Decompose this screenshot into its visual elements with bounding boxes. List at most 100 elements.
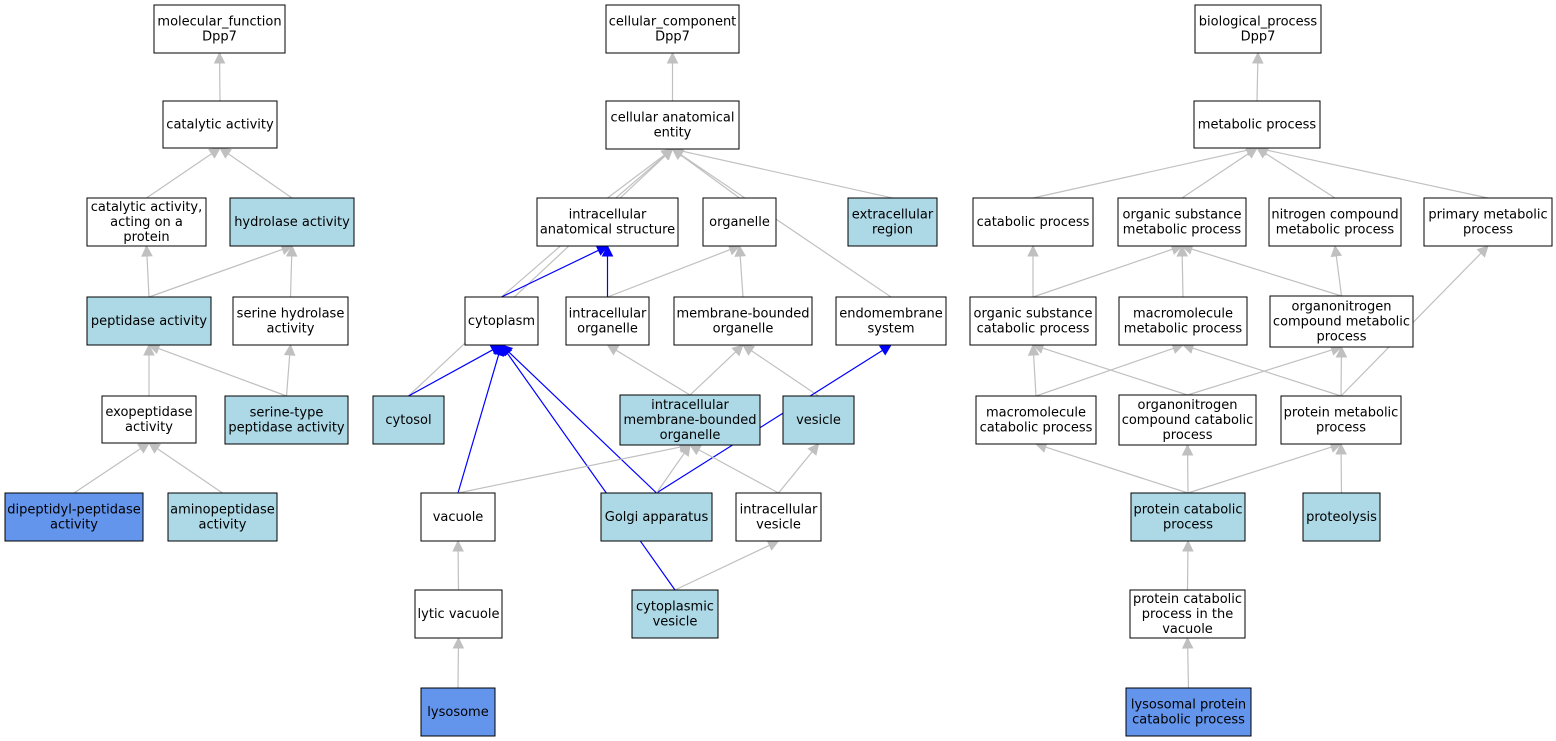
node-label-line: activity xyxy=(267,322,315,337)
node-box xyxy=(631,589,719,639)
node-proteol[interactable]: proteolysis xyxy=(1302,492,1381,542)
node-box xyxy=(1194,4,1322,54)
node-box xyxy=(229,197,355,247)
node-label-line: primary metabolic xyxy=(1428,208,1547,223)
node-label-line: anatomical structure xyxy=(540,223,675,238)
edge-lytic-to-vacuole xyxy=(452,539,464,591)
node-label-line: organic substance xyxy=(1123,208,1242,223)
edge-intves-to-imbo xyxy=(689,444,779,494)
edge-pmp-to-metab xyxy=(1255,144,1489,199)
node-box xyxy=(1125,687,1252,737)
node-label-line: process xyxy=(1163,518,1213,533)
edge-ncmp-to-metab xyxy=(1256,147,1336,199)
node-catab[interactable]: catabolic process xyxy=(972,197,1094,247)
node-label-line: membrane-bounded xyxy=(676,307,809,322)
node-label-line: organonitrogen xyxy=(1138,398,1238,413)
node-box xyxy=(605,4,740,54)
edge-golgi-to-endo xyxy=(656,344,892,494)
node-cytosol[interactable]: cytosol xyxy=(372,395,445,445)
node-label-line: dipeptidyl-peptidase xyxy=(7,503,141,518)
node-label-line: organelle xyxy=(713,322,774,337)
node-label-line: vesicle xyxy=(756,518,801,533)
node-vacuole[interactable]: vacuole xyxy=(420,492,496,542)
edge-dipep-to-exopep xyxy=(73,442,150,494)
node-lytic[interactable]: lytic vacuole xyxy=(414,589,503,639)
node-box xyxy=(1269,295,1414,348)
edge-vesicle-to-mbo xyxy=(742,344,819,397)
node-label-line: intracellular xyxy=(651,398,729,413)
node-label-line: vesicle xyxy=(653,615,698,630)
edge-proteol-to-protmp xyxy=(1335,442,1347,494)
edge-imbo-to-intorg xyxy=(606,344,691,396)
node-label-line: Dpp7 xyxy=(202,30,237,45)
node-box xyxy=(847,197,938,247)
node-label-line: organonitrogen xyxy=(1292,300,1392,315)
edge-mmp-to-osmp xyxy=(1176,244,1189,298)
node-label-line: nitrogen compound xyxy=(1271,208,1398,223)
edge-serhyd-to-hydro xyxy=(285,244,298,298)
node-box xyxy=(372,395,445,445)
node-label-line: activity xyxy=(199,518,247,533)
node-box xyxy=(782,395,855,445)
edge-vacuole-to-imbo xyxy=(457,441,692,494)
node-box xyxy=(619,394,761,446)
node-organelle[interactable]: organelle xyxy=(702,197,777,247)
edge-golgi-to-imbo xyxy=(656,444,691,494)
node-label-line: acting on a xyxy=(110,215,183,230)
node-cytoplasm[interactable]: cytoplasm xyxy=(464,296,539,346)
node-cat[interactable]: catalytic activity xyxy=(162,100,278,149)
edge-osmp-to-metab xyxy=(1181,147,1258,199)
node-lyso[interactable]: lysosome xyxy=(420,687,496,737)
node-label-line: process xyxy=(1463,223,1513,238)
node-vesicle[interactable]: vesicle xyxy=(782,395,855,445)
edge-intorg-to-ias xyxy=(601,244,614,297)
node-label-line: vacuole xyxy=(433,510,484,525)
node-box xyxy=(414,589,503,639)
node-label-line: activity xyxy=(50,518,98,533)
node-pept[interactable]: peptidase activity xyxy=(86,296,212,346)
node-label-line: process xyxy=(1163,428,1213,443)
edge-protmp-to-oncmp xyxy=(1335,345,1348,397)
node-label-line: process in the xyxy=(1142,607,1233,622)
node-box xyxy=(101,395,197,444)
edge-protmp-to-mmp xyxy=(1181,342,1342,397)
node-golgi[interactable]: Golgi apparatus xyxy=(600,492,713,542)
edge-oscp-to-osmp xyxy=(1032,243,1184,298)
node-label-line: metabolic process xyxy=(1124,322,1243,337)
node-metab[interactable]: metabolic process xyxy=(1193,100,1321,149)
edge-cat-to-mf xyxy=(213,51,226,102)
node-hydro[interactable]: hydrolase activity xyxy=(229,197,355,247)
